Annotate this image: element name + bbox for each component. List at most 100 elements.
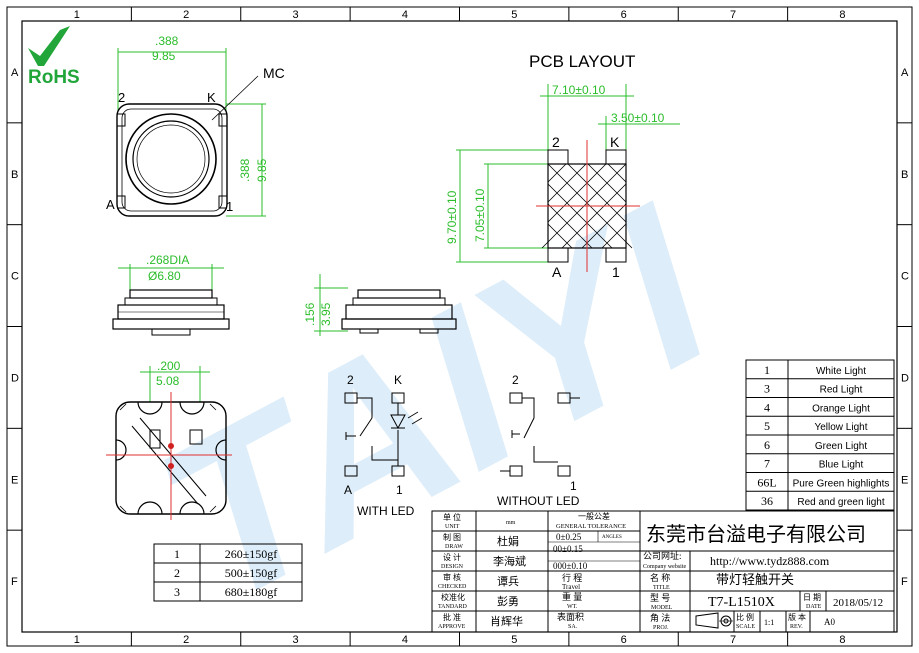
side-dim-height: .156 — [303, 302, 317, 326]
zone-col-label: 6 — [621, 634, 627, 646]
pcb-pin-2: 2 — [552, 134, 560, 150]
sch-led-caption: WITH LED — [357, 504, 415, 518]
website-label-en: Company website — [643, 564, 686, 570]
model-label-en: MODEL — [651, 605, 673, 611]
side-dim-dia-mm: Ø6.80 — [148, 269, 181, 283]
scale-label: 比 例 — [736, 612, 754, 622]
proj-label: 角 法 — [650, 612, 670, 623]
color-name: Blue Light — [819, 460, 864, 471]
top-dim-height: .388 — [238, 158, 252, 182]
color-name: Red and green light — [797, 497, 885, 508]
date-label: 日 期 — [803, 593, 821, 602]
top-pin-a: A — [106, 197, 115, 212]
zone-col-label: 3 — [292, 634, 298, 646]
color-name: Red Light — [820, 385, 863, 396]
standard-label: 校准化 — [441, 592, 465, 602]
bottom-view: .200 5.08 — [106, 359, 232, 520]
checked-value: 谭兵 — [497, 575, 519, 588]
zone-col-label: 3 — [292, 9, 298, 21]
pcb-dim-inner: 7.05±0.10 — [473, 188, 487, 242]
draw-label-en: DRAW — [445, 544, 463, 550]
tolerance-3: 000±0.10 — [553, 561, 588, 571]
top-pin-2: 2 — [118, 90, 125, 105]
unit-value: mm — [506, 520, 516, 526]
tolerance-2: 00±0.15 — [553, 544, 583, 554]
design-label: 设 计 — [443, 552, 461, 562]
tolerance-label-en: GENERAL TOLERANCE — [556, 523, 626, 530]
color-code: 7 — [764, 457, 770, 471]
title-block: 东莞市台溢电子有限公司 公司网址: Company website http:/… — [431, 510, 895, 633]
zone-row-label: E — [11, 474, 18, 486]
model-label: 型 号 — [650, 593, 670, 603]
model-value: T7-L1510X — [708, 595, 775, 610]
color-code: 4 — [764, 400, 770, 414]
color-name: Orange Light — [812, 403, 870, 414]
surface-label: 表面积 — [557, 611, 584, 622]
zone-col-label: 1 — [74, 9, 80, 21]
zone-col-label: 5 — [511, 634, 517, 646]
top-dim-width-mm: 9.85 — [152, 49, 176, 63]
pcb-pin-a: A — [552, 264, 562, 280]
top-dim-width: .388 — [155, 34, 179, 48]
design-value: 李海斌 — [493, 554, 526, 568]
force-value: 500±150gf — [225, 566, 278, 580]
scale-value: 1:1 — [764, 618, 774, 627]
standard-label-en: TANDARD — [438, 604, 468, 610]
sch-led-pin-k: K — [394, 373, 402, 387]
checked-label-en: CHECKED — [438, 584, 467, 590]
unit-label: 单 位 — [443, 512, 461, 522]
sch-noled-pin-1: 1 — [570, 479, 577, 493]
zone-row-label: C — [11, 271, 19, 283]
pcb-dim-top: 7.10±0.10 — [552, 83, 606, 97]
date-value: 2018/05/12 — [833, 597, 883, 609]
rev-value: A0 — [824, 617, 835, 627]
color-name: Green Light — [815, 441, 867, 452]
projection-icon — [695, 612, 733, 629]
color-name: Pure Green highlights — [793, 478, 890, 489]
rohs-logo: RoHS — [28, 26, 80, 88]
sch-led-pin-a: A — [344, 483, 352, 497]
tolerance-angles: ANGLES — [602, 535, 622, 540]
side-dim-dia: .268DIA — [146, 253, 189, 267]
force-value: 260±150gf — [225, 547, 278, 561]
zone-col-label: 5 — [511, 9, 517, 21]
zone-col-label: 7 — [730, 634, 736, 646]
color-name: Yellow Light — [814, 422, 867, 433]
title-label-en: TITLE — [653, 585, 670, 591]
top-dim-height-mm: 9.85 — [255, 158, 269, 182]
draw-label: 制 图 — [443, 532, 461, 542]
sch-noled-caption: WITHOUT LED — [497, 494, 580, 508]
draw-value: 杜娟 — [497, 534, 519, 548]
force-value: 680±180gf — [225, 585, 278, 599]
proj-label-en: PROJ. — [653, 625, 669, 631]
rev-label-en: REV. — [790, 624, 803, 630]
zone-row-label: E — [901, 474, 908, 486]
travel-label-en: Travel — [562, 583, 580, 591]
standard-value: 彭勇 — [497, 594, 519, 608]
schematic-with-led: 2 K A 1 WITH LED — [344, 373, 423, 518]
tolerance-label: 一般公差 — [578, 511, 610, 521]
pcb-pin-1: 1 — [612, 264, 620, 280]
rev-label: 版 本 — [788, 612, 806, 622]
zone-col-label: 6 — [621, 9, 627, 21]
zone-row-label: C — [901, 271, 909, 283]
zone-col-label: 7 — [730, 9, 736, 21]
pcb-layout: PCB LAYOUT 7.10±0.10 3.50±0.10 9.70±0.10… — [445, 52, 680, 280]
tolerance-1: 0±0.25 — [556, 532, 582, 542]
top-pin-1: 1 — [226, 199, 233, 214]
color-code: 6 — [764, 438, 770, 452]
zone-row-label: A — [11, 67, 19, 79]
weight-label: 重 量 — [562, 591, 582, 602]
zone-col-label: 8 — [839, 9, 845, 21]
approve-value: 肖辉华 — [490, 614, 523, 628]
zone-col-label: 4 — [402, 9, 408, 21]
pcb-dim-pad: 3.50±0.10 — [611, 111, 665, 125]
zone-row-label: F — [901, 576, 908, 588]
zone-col-label: 2 — [183, 634, 189, 646]
pcb-pin-k: K — [610, 134, 620, 150]
force-code: 1 — [174, 547, 180, 561]
weight-label-en: WT. — [567, 604, 578, 610]
schematic-without-led: 2 1 WITHOUT LED — [497, 373, 580, 508]
